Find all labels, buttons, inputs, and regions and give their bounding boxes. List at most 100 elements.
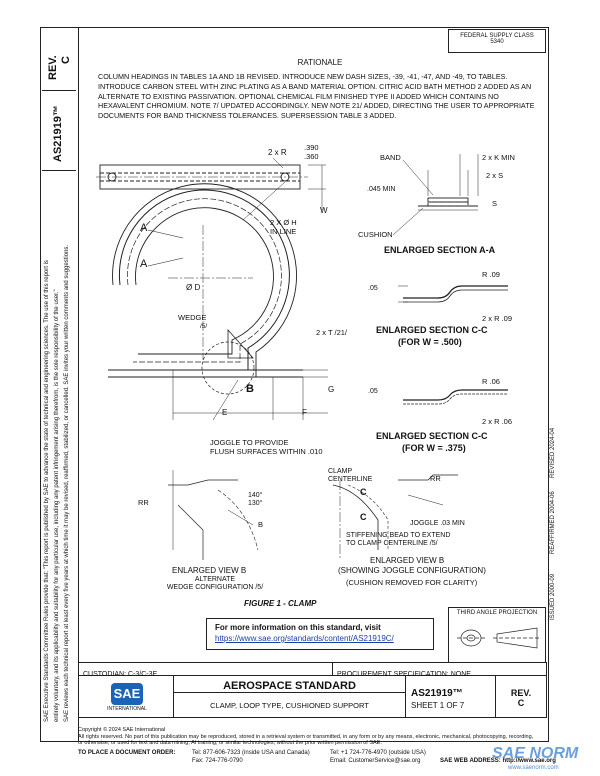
left-strip	[40, 27, 79, 742]
view-b-title: ENLARGED VIEW B	[370, 556, 445, 565]
notice-line-3: SAE reviews each technical report at lea…	[64, 244, 70, 722]
footer-tel: Tel: 877-606-7323 (inside USA and Canada…	[192, 750, 310, 756]
desc-cell: CLAMP, LOOP TYPE, CUSHIONED SUPPORT	[174, 693, 406, 718]
id-box	[42, 90, 76, 171]
more-info-box: For more information on this standard, v…	[206, 618, 434, 650]
rev-value-vertical: C	[60, 56, 72, 64]
custodian-cell: CUSTODIAN: C-3/C-3E	[78, 662, 333, 678]
label-kmin: 2 x K MIN	[482, 153, 515, 162]
clamp-drawing	[96, 154, 508, 560]
section-cc-375-w: (FOR W = .375)	[402, 443, 466, 453]
footer-fax: Fax: 724-776-0790	[192, 758, 243, 764]
procurement-text: PROCUREMENT SPECIFICATION: NONE	[337, 671, 471, 678]
view-b-alt-subtitle: ALTERNATE WEDGE CONFIGURATION /5/	[166, 576, 264, 591]
figure-title: FIGURE 1 - CLAMP	[244, 599, 317, 608]
procurement-cell: PROCUREMENT SPECIFICATION: NONE	[333, 662, 547, 678]
rev-cell-label: REV.	[510, 688, 532, 698]
label-d: Ø D	[186, 283, 201, 292]
fsc-value: 5340	[490, 39, 504, 45]
label-r06: R .06	[482, 377, 500, 386]
footer-copyright: Copyright © 2024 SAE International	[78, 727, 166, 733]
section-aa-title: ENLARGED SECTION A-A	[384, 245, 496, 255]
label-a2: A	[140, 258, 148, 270]
rev-label-vertical: REV.	[47, 55, 59, 80]
section-cc-500-w: (FOR W = .500)	[398, 337, 462, 347]
footer-rights-2: or otherwise, or used for text and data …	[78, 740, 382, 747]
label-cushion: CUSHION	[358, 230, 393, 239]
notice-line-1: SAE Executive Standards Committee Rules …	[44, 260, 50, 722]
drawing-frame	[78, 27, 549, 742]
label-2s: 2 x S	[486, 171, 504, 180]
label-2r06: 2 x R .06	[482, 417, 513, 426]
label-b: B	[246, 383, 254, 395]
label-045min: .045 MIN	[367, 186, 396, 193]
view-b-subtitle-2: (CUSHION REMOVED FOR CLARITY)	[346, 578, 478, 587]
view-b-subtitle: (SHOWING JOGGLE CONFIGURATION)	[338, 566, 486, 575]
label-a1: A	[140, 222, 148, 234]
rev-value: C	[60, 56, 72, 64]
third-angle-box: THIRD ANGLE PROJECTION	[448, 607, 546, 663]
label-wedge: WEDGE	[178, 313, 207, 322]
label-f: F	[302, 408, 307, 417]
footer-tel-2: Tel: +1 724-776-4970 (outside USA)	[330, 750, 426, 756]
more-info-text: For more information on this standard, v…	[215, 623, 381, 632]
federal-supply-class-box: FEDERAL SUPPLY CLASS 5340	[448, 29, 546, 53]
label-degrees: 140° 130°	[248, 492, 263, 507]
custodian-text: CUSTODIAN: C-3/C-3E	[83, 671, 158, 678]
footer-email: Email: CustomerService@sae.org	[330, 758, 421, 764]
label-t: 2 x T /21/	[316, 328, 347, 337]
rev-label: REV.	[47, 55, 59, 80]
label-w: W	[320, 206, 328, 215]
label-s: S	[492, 199, 498, 208]
label-c2: C	[360, 512, 367, 522]
footer-web: SAE WEB ADDRESS: http://www.sae.org	[440, 758, 556, 764]
doc-number: AS21919™	[411, 688, 463, 699]
sae-logo-sub: INTERNATIONAL	[107, 706, 147, 712]
label-r-values: .390 .360	[304, 143, 319, 161]
rev-cell: REV. C	[496, 676, 547, 718]
label-e: E	[222, 408, 228, 417]
doc-id-vertical: AS21919™	[52, 105, 64, 162]
label-c1: C	[360, 487, 367, 497]
doc-description: CLAMP, LOOP TYPE, CUSHIONED SUPPORT	[210, 701, 369, 710]
sae-logo: SAE	[111, 683, 143, 705]
date-issued: ISSUED 2000-09	[550, 573, 556, 620]
doc-number-cell: AS21919™ SHEET 1 OF 7	[406, 676, 496, 718]
rationale-text: COLUMN HEADINGS IN TABLES 1A AND 1B REVI…	[98, 72, 535, 121]
label-hole: 2 X Ø H IN LINE	[270, 218, 297, 236]
label-r09: R .09	[482, 270, 500, 279]
label-05-a: .05	[368, 285, 378, 292]
label-b-small: B	[258, 520, 264, 529]
rev-box-top	[42, 30, 76, 91]
label-r: 2 x R	[268, 148, 287, 157]
watermark-url: www.saenorm.com	[508, 765, 559, 771]
standard-title: AEROSPACE STANDARD	[223, 680, 356, 692]
third-angle-label: THIRD ANGLE PROJECTION	[456, 610, 538, 616]
date-reaffirmed: REAFFIRMED 2004-06	[550, 491, 556, 554]
label-stiffening-bead: STIFFENING BEAD TO EXTEND TO CLAMP CENTE…	[346, 532, 451, 547]
label-clamp-centerline: CLAMP CENTERLINE	[328, 468, 373, 483]
section-cc-375-title: ENLARGED SECTION C-C	[376, 431, 488, 441]
standard-link[interactable]: https://www.sae.org/standards/content/AS…	[215, 634, 394, 643]
sheet-number: SHEET 1 OF 7	[411, 701, 465, 710]
label-joggle: JOGGLE TO PROVIDE FLUSH SURFACES WITHIN …	[210, 438, 323, 456]
watermark-logo: SAE NORM	[492, 745, 579, 762]
rationale-title: RATIONALE	[297, 58, 343, 67]
label-2r09: 2 x R .09	[482, 314, 513, 323]
label-rr-left: RR	[138, 498, 149, 507]
label-rr-right: RR	[430, 474, 441, 483]
label-wedge-note: /5/	[200, 323, 208, 330]
label-05-b: .05	[368, 388, 378, 395]
footer-order-label: TO PLACE A DOCUMENT ORDER:	[78, 750, 176, 756]
view-b-alt-title: ENLARGED VIEW B	[172, 566, 247, 575]
section-cc-500-title: ENLARGED SECTION C-C	[376, 325, 488, 335]
rev-cell-value: C	[517, 698, 525, 708]
label-band: BAND	[380, 153, 401, 162]
notice-line-2: entirely voluntary, and its applicabilit…	[54, 289, 60, 722]
third-angle-symbol	[457, 627, 541, 649]
date-revised: REVISED 2024-04	[550, 427, 556, 478]
label-g: G	[328, 385, 335, 394]
footer: Copyright © 2024 SAE International All r…	[78, 727, 547, 747]
standard-cell: AEROSPACE STANDARD	[174, 676, 406, 693]
label-joggle-min: JOGGLE .03 MIN	[410, 520, 465, 527]
